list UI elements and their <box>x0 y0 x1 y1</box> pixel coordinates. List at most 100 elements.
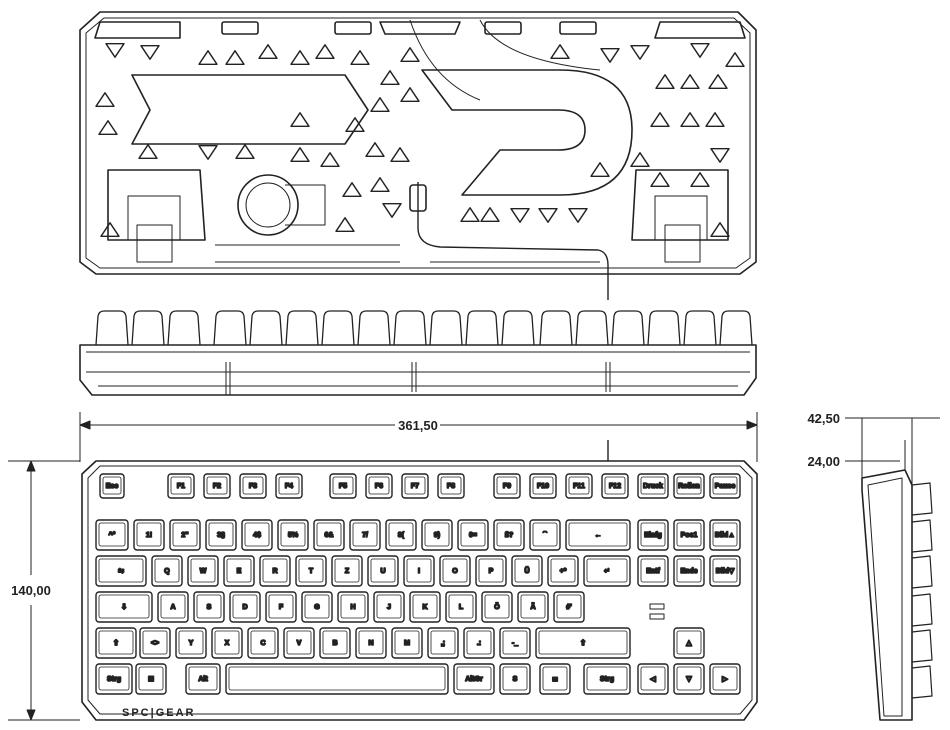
keycap: Bild▲ <box>709 519 741 551</box>
keycap-label: ↵ <box>604 568 610 575</box>
keycap-label: Strg <box>107 676 121 683</box>
keycap: I <box>403 555 435 587</box>
keycap-label: Q <box>164 568 170 575</box>
keycap: +* <box>547 555 579 587</box>
keycap: Bild▽ <box>709 555 741 587</box>
keycap-label: +* <box>560 568 567 575</box>
keycap-label: ▷ <box>721 676 728 683</box>
keycap-label: 2" <box>181 532 188 539</box>
keycap-label: J <box>387 604 391 611</box>
keycap: Pos1 <box>673 519 705 551</box>
triangle-decoration <box>710 148 730 163</box>
front-keycap <box>321 310 355 346</box>
keycap-label: Bild▲ <box>715 532 735 539</box>
side-keycap <box>911 593 933 627</box>
keycap-label: C <box>260 640 265 647</box>
keycap-label: Ende <box>680 568 697 575</box>
side-keycap <box>911 629 933 663</box>
keycap-label: Einfg <box>644 532 662 539</box>
keycap-label: ß? <box>505 532 514 539</box>
bottom-view <box>79 11 757 300</box>
triangle-decoration <box>690 43 710 58</box>
front-keycap <box>393 310 427 346</box>
keycap: F1 <box>167 473 195 499</box>
keycap: P <box>475 555 507 587</box>
triangle-decoration <box>480 207 500 222</box>
keycap-label: Alt <box>198 676 208 683</box>
triangle-decoration <box>400 87 420 102</box>
keycap: G <box>301 591 333 623</box>
keycap-label: T <box>309 568 314 575</box>
keycap: 4$ <box>241 519 273 551</box>
keycap: K <box>409 591 441 623</box>
triangle-decoration <box>342 182 362 197</box>
keycap-label: V <box>297 640 302 647</box>
keycap: 2" <box>169 519 201 551</box>
keycap: △ <box>673 627 705 659</box>
keycap: ◁ <box>637 663 669 695</box>
triangle-decoration <box>370 97 390 112</box>
keycap-label: Druck <box>643 483 663 490</box>
keycap: F10 <box>529 473 557 499</box>
keycap: R <box>259 555 291 587</box>
keycap: F8 <box>437 473 465 499</box>
keycap-label: Entf <box>646 568 660 575</box>
keycap-label: Bild▽ <box>716 568 735 575</box>
triangle-decoration <box>198 145 218 160</box>
keycap-label: P <box>489 568 494 575</box>
front-keycap <box>285 310 319 346</box>
keycap: 0= <box>457 519 489 551</box>
keycap-label: Strg <box>600 676 614 683</box>
keycap-label: F7 <box>411 483 419 490</box>
triangle-decoration <box>225 50 245 65</box>
front-keycap <box>249 310 283 346</box>
side-keycap <box>911 482 933 516</box>
front-keycap <box>167 310 201 346</box>
triangle-decoration <box>100 222 120 237</box>
keycap: H <box>337 591 369 623</box>
keycap-label: E <box>237 568 242 575</box>
keycap-label: ← <box>595 532 602 539</box>
keycap-label: 4$ <box>253 532 261 539</box>
keycap-label: ⇧ <box>113 639 119 647</box>
keycap-label: M <box>404 640 410 647</box>
keycap: 8( <box>385 519 417 551</box>
triangle-decoration <box>105 43 125 58</box>
side-view <box>861 469 933 721</box>
keycap: Y <box>175 627 207 659</box>
keycap-label: U <box>380 568 385 575</box>
keycap-label: 1! <box>146 532 152 539</box>
keycap: ▽ <box>673 663 705 695</box>
keycap: ,; <box>427 627 459 659</box>
keycap-label: F4 <box>285 483 293 490</box>
keycap-label: Ü <box>524 566 529 575</box>
brand-logo-text: SPC|GEAR <box>122 707 195 719</box>
keycap-label: 7/ <box>362 532 368 539</box>
keycap: Q <box>151 555 183 587</box>
keycap: 5% <box>277 519 309 551</box>
triangle-decoration <box>290 50 310 65</box>
triangle-decoration <box>650 172 670 187</box>
keycap-label: Z <box>345 568 350 575</box>
keycap: S <box>499 663 531 695</box>
keycap-label: I <box>418 568 420 575</box>
keycap-label: F <box>279 604 284 611</box>
keycap-label: AltGr <box>465 676 483 683</box>
triangle-decoration <box>198 50 218 65</box>
keycap: ≣ <box>539 663 571 695</box>
keycap-label: ≣ <box>552 673 558 683</box>
triangle-decoration <box>335 217 355 232</box>
width-dimension: 361,50 <box>398 418 438 433</box>
keycap: F7 <box>401 473 429 499</box>
keycap-label: Esc <box>106 483 119 490</box>
triangle-decoration <box>320 152 340 167</box>
triangle-decoration <box>600 48 620 63</box>
front-keycap <box>213 310 247 346</box>
keycap: J <box>373 591 405 623</box>
keycap: ⊞ <box>135 663 167 695</box>
keycap-label: 3§ <box>217 532 225 539</box>
triangle-decoration <box>138 144 158 159</box>
keycap-label: 8( <box>398 532 405 539</box>
